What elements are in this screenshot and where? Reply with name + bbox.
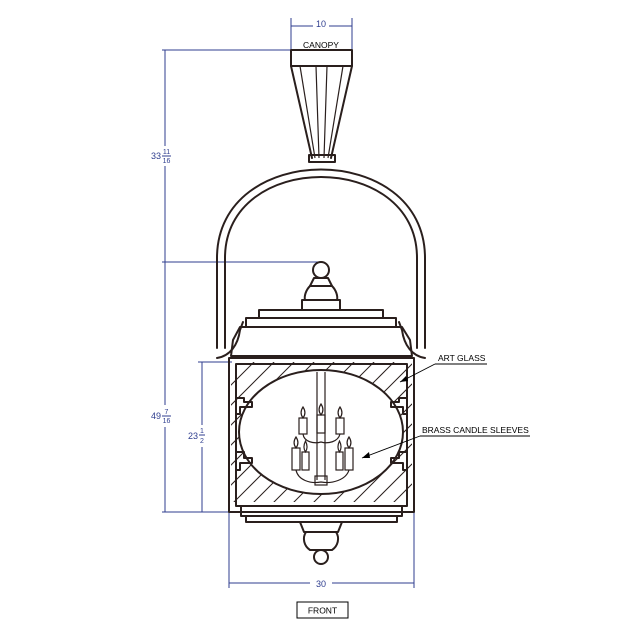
candle-sleeves-leader	[361, 435, 421, 459]
top-height-denominator: 16	[163, 158, 171, 165]
callouts: ART GLASS BRASS CANDLE SLEEVES	[361, 353, 530, 459]
arched-hanger	[216, 168, 426, 359]
top-height-whole: 33	[151, 151, 161, 161]
finial-base	[301, 299, 341, 311]
top-finial	[301, 261, 341, 311]
bottom-finial-collar	[299, 521, 343, 533]
overall-height-denominator: 16	[163, 418, 171, 425]
canopy-outer-rods	[290, 65, 353, 159]
roof-tier-middle	[245, 317, 397, 328]
bottom-finial-bulb	[302, 531, 340, 551]
lantern-box	[228, 357, 415, 523]
view-label: FRONT	[308, 606, 337, 616]
finial-body	[303, 285, 339, 301]
arch-inner	[224, 176, 418, 349]
canopy-width-label: 10	[316, 19, 326, 29]
candle-sleeves-arrowhead	[362, 452, 370, 458]
dimension-lines	[162, 18, 415, 588]
lantern-roof	[230, 309, 413, 357]
bracket-lower-left	[235, 451, 253, 471]
upper-arms	[302, 433, 341, 444]
canopy-plate	[290, 49, 353, 67]
candle-flame-icon	[337, 439, 342, 454]
oval-outline	[238, 369, 404, 495]
candle-cluster	[291, 372, 354, 486]
lower-candles	[291, 435, 354, 486]
bottom-finial-ball	[313, 549, 329, 565]
bracket-upper-right	[390, 397, 408, 415]
overall-height-whole: 49	[151, 411, 161, 421]
candle-flame-icon	[318, 402, 324, 417]
finial-ball	[312, 261, 330, 279]
canopy-connector	[308, 154, 336, 163]
arch-outer	[216, 168, 426, 349]
overall-height-numerator: 7	[165, 409, 169, 416]
top-height-numerator: 11	[163, 149, 170, 156]
bottom-finial	[299, 521, 343, 565]
bracket-lower-right	[390, 451, 408, 471]
candle-flame-icon	[300, 405, 306, 420]
canopy-inner-rods	[299, 65, 344, 159]
roof-cap	[230, 326, 413, 357]
candle-flame-icon	[337, 405, 343, 420]
art-glass-callout: ART GLASS	[438, 353, 486, 363]
view-label-box: FRONT	[296, 601, 349, 619]
roof-tier-top	[258, 309, 384, 319]
upper-candles	[298, 402, 345, 444]
finial-neck	[309, 277, 333, 287]
candle-cluster-base	[314, 475, 328, 486]
candle-flame-icon	[293, 435, 299, 450]
candle-flame-icon	[346, 435, 352, 450]
canopy-callout: CANOPY	[303, 40, 339, 50]
candle-flame-icon	[303, 439, 308, 454]
clear-oval-window	[239, 370, 403, 494]
box-outer-frame	[228, 357, 415, 513]
view-label-frame	[296, 601, 349, 619]
dimension-labels: 10 30 33 11 16 49 7 16 23 1 2	[150, 18, 332, 589]
box-height-numerator: 1	[200, 428, 204, 435]
box-height-whole: 23	[188, 431, 198, 441]
candle-sleeves-callout: BRASS CANDLE SLEEVES	[422, 425, 529, 435]
lower-arms	[295, 469, 350, 484]
canopy: CANOPY	[290, 40, 353, 163]
art-glass-arrowhead	[400, 376, 408, 382]
overall-width-label: 30	[316, 579, 326, 589]
arch-feet	[216, 321, 426, 359]
bracket-upper-left	[235, 397, 253, 415]
box-height-denominator: 2	[200, 438, 204, 445]
